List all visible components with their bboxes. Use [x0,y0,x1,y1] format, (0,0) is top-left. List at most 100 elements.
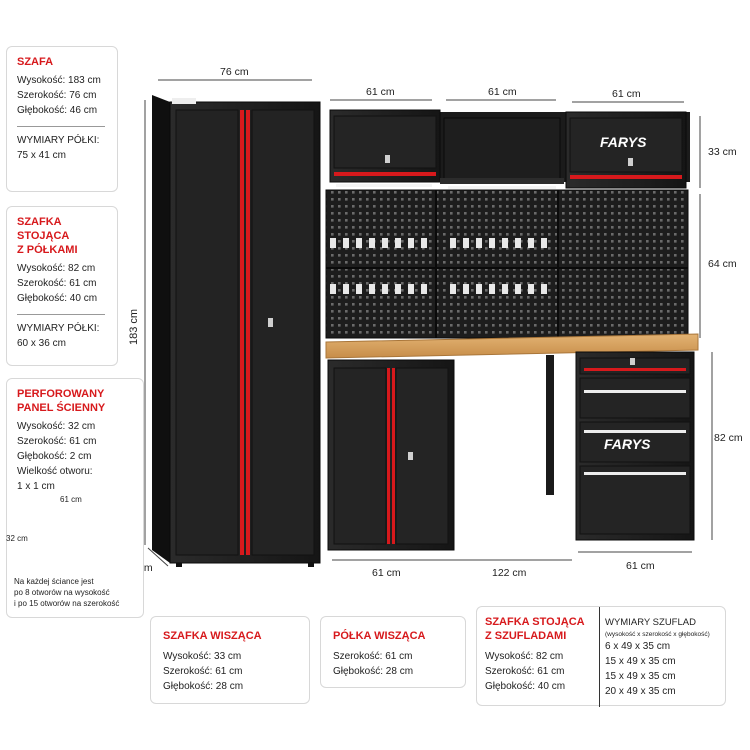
lock-icon [385,155,390,163]
card-title: SZAFKA STOJĄCA [485,616,585,628]
card-title: SZAFKA WISZĄCA [163,630,262,642]
dim-right-33: 33 cm [708,146,737,158]
spec-row: Głębokość: 46 cm [17,105,98,116]
note-line: po 8 otworów na wysokość [14,588,110,597]
hook-icon [515,238,521,248]
hook-icon [502,238,508,248]
drawer-size: 15 x 49 x 35 cm [605,656,676,667]
spec-row: Głębokość: 40 cm [17,293,98,304]
drawer-cabinet [575,351,695,541]
shelf-value: 60 x 36 cm [17,338,66,349]
brand-label [172,98,196,104]
hook-icon [502,284,508,294]
hook-icon [450,238,456,248]
hook-icon [528,238,534,248]
hook-icon [450,284,456,294]
hook-icon [343,284,349,294]
spec-row: Wysokość: 32 cm [17,421,96,432]
spec-row: Wysokość: 82 cm [485,651,564,662]
spec-row: Wysokość: 33 cm [163,651,242,662]
hook-icon [541,238,547,248]
spec-row: Wysokość: 183 cm [17,75,101,86]
lock-icon [628,158,633,166]
note-line: i po 15 otworów na szerokość [14,599,120,608]
hook-icon [330,284,336,294]
spec-row: Głębokość: 28 cm [333,666,414,677]
mini-width-label: 61 cm [60,495,82,504]
shelf-value: 75 x 41 cm [17,150,66,161]
card-panel: PERFOROWANY PANEL ŚCIENNY Wysokość: 32 c… [6,378,144,618]
dim-left-183: 183 cm [128,308,140,345]
dim-bottom-61a: 61 cm [372,567,401,579]
shelf-title: WYMIARY PÓŁKI: [17,135,100,146]
card-szafka-polki: SZAFKA STOJĄCA Z PÓŁKAMI Wysokość: 82 cm… [6,206,118,366]
card-divider [599,607,600,707]
dim-top-61b: 61 cm [488,86,517,98]
hook-icon [463,284,469,294]
drawer-size: 20 x 49 x 35 cm [605,686,676,697]
hook-icon [356,284,362,294]
dim-bottom-122: 122 cm [492,567,527,579]
hook-icon [343,238,349,248]
spec-row: Szerokość: 61 cm [163,666,243,677]
card-title-2: Z PÓŁKAMI [17,244,78,256]
card-title: PÓŁKA WISZĄCA [333,630,426,642]
brand-logo: FARYS [600,134,647,150]
hook-icon [476,284,482,294]
led-strip [336,184,432,187]
spec-row: Szerokość: 76 cm [17,90,97,101]
card-title: SZAFA [17,56,54,68]
spec-row: Wysokość: 82 cm [17,263,96,274]
hook-icon [369,238,375,248]
note-line: Na każdej ściance jest [14,577,94,586]
hook-icon [382,238,388,248]
hook-icon [489,238,495,248]
panel-note: Na każdej ściance jest po 8 otworów na w… [14,576,142,609]
hook-icon [408,284,414,294]
dim-bottom-61b: 61 cm [626,560,655,572]
led-strip [448,186,556,189]
dimension-lines [144,79,713,567]
hook-icon [515,284,521,294]
hanging-cabinet-right [565,111,687,189]
hook-icon [489,284,495,294]
card-polka: PÓŁKA WISZĄCA Szerokość: 61 cm Głębokość… [320,616,466,688]
spec-row: Szerokość: 61 cm [17,278,97,289]
lock-icon [408,452,413,460]
hook-icon [421,284,427,294]
lock-icon [630,358,635,365]
dim-right-64: 64 cm [708,258,737,270]
hook-icon [395,238,401,248]
spec-row: Szerokość: 61 cm [333,651,413,662]
card-title: SZAFKA STOJĄCA [17,216,70,242]
spec-row: Szerokość: 61 cm [485,666,565,677]
drawers-subtitle: (wysokość x szerokość x głębokość) [605,631,710,638]
card-title-2: PANEL ŚCIENNY [17,402,106,414]
mini-height-label: 32 cm [6,534,28,543]
card-szuflady: SZAFKA STOJĄCA Z SZUFLADAMI Wysokość: 82… [476,606,726,707]
spec-row: Szerokość: 61 cm [17,436,97,447]
spec-row: Głębokość: 2 cm [17,451,92,462]
hook-icon [463,238,469,248]
hanging-cabinet-left [329,109,441,183]
card-title: PERFOROWANY [17,388,105,400]
card-szafa: SZAFA Wysokość: 183 cm Szerokość: 76 cm … [6,46,118,192]
hook-icon [330,238,336,248]
spec-row: Wielkość otworu: [17,466,93,477]
hanging-shelf [440,117,564,184]
spec-row: 1 x 1 cm [17,481,55,492]
hook-icon [395,284,401,294]
card-wiszaca: SZAFKA WISZĄCA Wysokość: 33 cm Szerokość… [150,616,310,704]
shelf-title: WYMIARY PÓŁKI: [17,323,100,334]
hook-icon [408,238,414,248]
hook-icon [382,284,388,294]
hook-icon [369,284,375,294]
spec-row: Głębokość: 28 cm [163,681,244,692]
perforated-panels [325,189,689,339]
drawer-size: 15 x 49 x 35 cm [605,671,676,682]
hook-icon [476,238,482,248]
card-title-2: Z SZUFLADAMI [485,630,567,642]
dim-top-76: 76 cm [220,66,249,78]
hook-icon [528,284,534,294]
